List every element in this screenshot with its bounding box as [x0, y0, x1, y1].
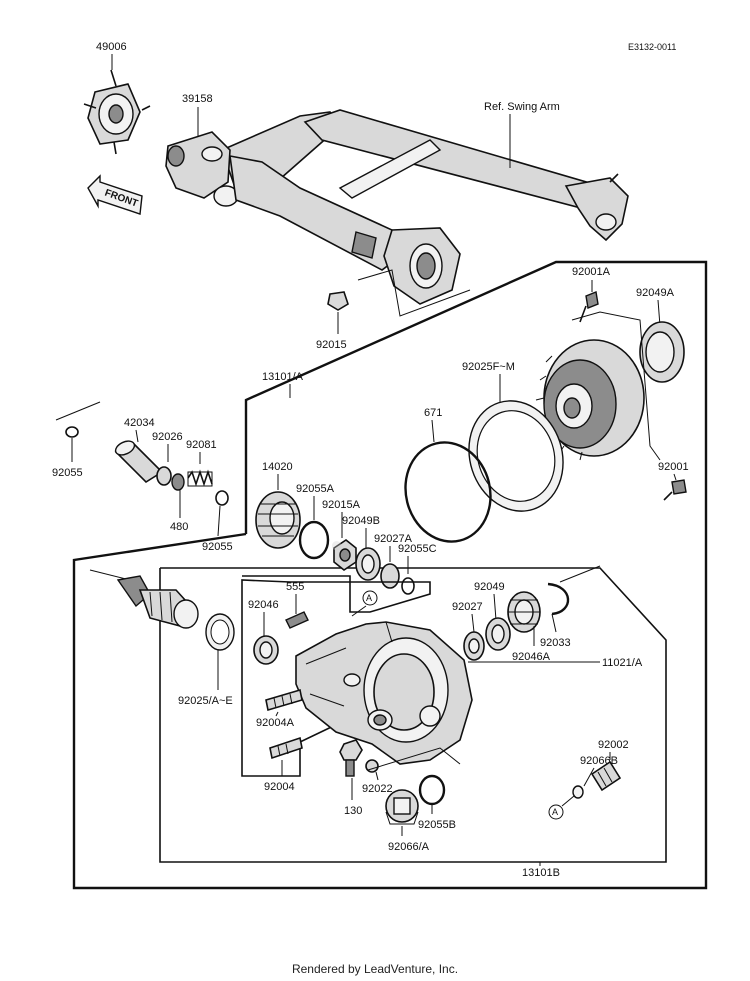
swing-arm-drawing — [165, 109, 629, 317]
o-ring-92055c-drawing — [401, 577, 415, 595]
pipe-42034-drawing — [114, 440, 164, 484]
part-label-92055c[interactable]: 92055C — [398, 543, 437, 555]
part-label-92049b[interactable]: 92049B — [342, 515, 380, 527]
bolt-92015-drawing — [327, 291, 349, 311]
stud-92004a-drawing — [265, 688, 303, 712]
part-label-92055a[interactable]: 92055A — [296, 483, 335, 495]
circlip-92033-drawing — [547, 582, 570, 616]
seal-92049b-drawing — [355, 547, 381, 581]
gear-case-housing-drawing — [295, 621, 473, 765]
svg-text:A: A — [552, 807, 558, 817]
plug-92002-drawing — [590, 760, 622, 792]
ref-swing-arm-label: Ref. Swing Arm — [484, 101, 560, 113]
stud-92004-drawing — [269, 736, 303, 760]
washer-92022-drawing — [365, 759, 379, 773]
assembly-boundary-13101b — [159, 567, 667, 863]
svg-text:A: A — [366, 593, 372, 603]
hub-49006-drawing — [83, 69, 151, 155]
part-label-92055b[interactable]: 92055B — [418, 819, 456, 831]
part-label-92049[interactable]: 92049 — [474, 581, 505, 593]
part-label-13101b[interactable]: 13101B — [522, 867, 560, 879]
washer-92026-drawing — [156, 466, 172, 486]
part-label-42034[interactable]: 42034 — [124, 417, 155, 429]
part-label-13101a[interactable]: 13101/A — [262, 371, 304, 383]
washer-480-drawing — [171, 473, 185, 491]
o-ring-92055-mid-drawing — [215, 490, 229, 506]
svg-text:●: ● — [330, 532, 343, 557]
part-label-92055-left[interactable]: 92055 — [52, 467, 83, 479]
pin-555-drawing — [285, 611, 309, 629]
gasket-92025f-m-drawing — [468, 400, 564, 512]
part-label-92066a[interactable]: 92066/A — [388, 841, 430, 853]
bearing-92046a-drawing — [507, 591, 541, 633]
ring-gear-drawing — [535, 339, 645, 461]
part-label-92015[interactable]: 92015 — [316, 339, 347, 351]
shim-92025a-e-drawing — [205, 613, 235, 651]
part-label-92001[interactable]: 92001 — [658, 461, 689, 473]
marker-a-lower: A — [548, 804, 564, 820]
spring-92081-drawing — [187, 469, 213, 487]
part-label-92025a-e[interactable]: 92025/A~E — [178, 695, 233, 707]
part-label-49006[interactable]: 49006 — [96, 41, 127, 53]
part-label-671[interactable]: 671 — [424, 407, 442, 419]
part-label-555[interactable]: 555 — [286, 581, 304, 593]
bolt-130-drawing — [339, 739, 363, 777]
o-ring-92055a-drawing — [298, 520, 330, 560]
seal-92049a-drawing — [639, 321, 685, 383]
part-label-92046[interactable]: 92046 — [248, 599, 279, 611]
part-label-92026[interactable]: 92026 — [152, 431, 183, 443]
plug-92066a-drawing — [385, 789, 419, 825]
assembly-boundary-13101a — [72, 260, 708, 890]
part-label-92004[interactable]: 92004 — [264, 781, 295, 793]
part-label-92004a[interactable]: 92004A — [256, 717, 295, 729]
bearing-group-boundary — [241, 575, 431, 777]
o-ring-671-drawing — [404, 441, 492, 543]
part-label-92001a[interactable]: 92001A — [572, 266, 611, 278]
part-label-92033[interactable]: 92033 — [540, 637, 571, 649]
bolt-92001a-drawing — [579, 291, 599, 323]
washer-92066b-drawing — [572, 785, 584, 799]
part-label-14020[interactable]: 14020 — [262, 461, 293, 473]
part-label-92081[interactable]: 92081 — [186, 439, 217, 451]
part-label-92027[interactable]: 92027 — [452, 601, 483, 613]
diagram-code: E3132-0011 — [628, 42, 676, 52]
front-arrow-icon: FRONT — [87, 174, 143, 215]
part-label-480[interactable]: 480 — [170, 521, 188, 533]
bolt-92001-drawing — [663, 479, 687, 501]
part-label-92046a[interactable]: 92046A — [512, 651, 551, 663]
collar-92027-drawing — [463, 631, 485, 661]
pinion-gear-drawing — [116, 575, 199, 629]
part-label-92015a[interactable]: 92015A — [322, 499, 361, 511]
coupling-14020-drawing — [255, 491, 301, 549]
part-label-130[interactable]: 130 — [344, 805, 362, 817]
bearing-92046-drawing — [253, 635, 279, 665]
o-ring-92055b-drawing — [418, 774, 446, 806]
part-label-92027a[interactable]: 92027A — [374, 533, 413, 545]
part-label-92025f-m[interactable]: 92025F~M — [462, 361, 515, 373]
o-ring-92055-left-drawing — [65, 426, 79, 438]
marker-a-upper: A — [362, 590, 378, 606]
part-label-92055-mid[interactable]: 92055 — [202, 541, 233, 553]
part-label-92022[interactable]: 92022 — [362, 783, 393, 795]
seal-92049-drawing — [485, 617, 511, 651]
part-label-92002[interactable]: 92002 — [598, 739, 629, 751]
part-label-92049a[interactable]: 92049A — [636, 287, 675, 299]
collar-92027a-drawing — [380, 563, 400, 589]
part-label-39158[interactable]: 39158 — [182, 93, 213, 105]
part-label-11021a[interactable]: 11021/A — [602, 657, 643, 669]
footer-credit: Rendered by LeadVenture, Inc. — [291, 962, 459, 976]
